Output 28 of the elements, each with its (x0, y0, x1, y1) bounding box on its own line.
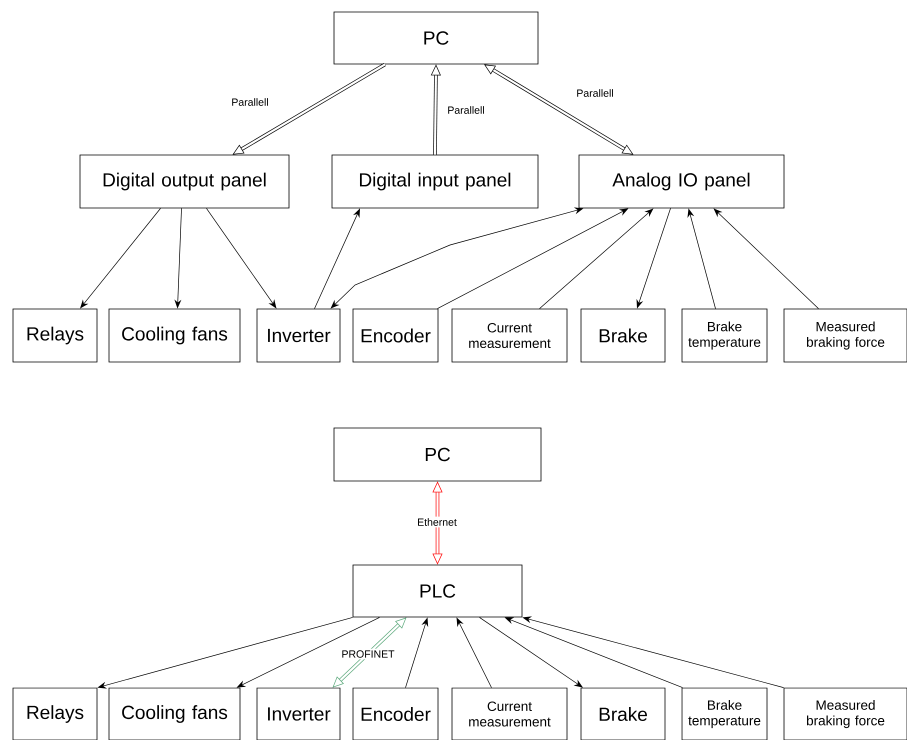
device-box: Measured braking force (784, 688, 907, 740)
system-box: PC (334, 12, 538, 64)
device-box: Inverter (256, 688, 340, 740)
system-box: PLC (352, 564, 522, 618)
system-box: Analog IO panel (578, 154, 784, 208)
system-box: PC (334, 428, 542, 482)
device-box: Cooling fans (108, 688, 240, 740)
device-box: Brake temperature (682, 688, 768, 740)
device-box: Relays (12, 308, 98, 362)
device-box: Brake (580, 688, 666, 740)
device-box: Inverter (256, 308, 340, 362)
edge-label: Parallell (230, 96, 270, 108)
edge-label: Parallell (446, 104, 486, 116)
device-box: Encoder (352, 308, 438, 362)
edge-label: Parallell (574, 88, 616, 98)
device-box: Encoder (352, 688, 438, 740)
device-box: Current measurement (452, 308, 568, 362)
device-box: Current measurement (452, 688, 568, 740)
device-box: Cooling fans (108, 308, 240, 362)
system-box: Digital output panel (80, 154, 290, 208)
system-box: Digital input panel (332, 154, 538, 208)
edge-label: Ethernet (416, 516, 458, 528)
device-box: Brake (580, 308, 666, 362)
arrow (232, 62, 386, 155)
device-box: Measured braking force (784, 308, 907, 362)
device-box: Brake temperature (682, 308, 768, 362)
device-box: Relays (12, 688, 98, 740)
edge-label: PROFINET (340, 648, 396, 660)
